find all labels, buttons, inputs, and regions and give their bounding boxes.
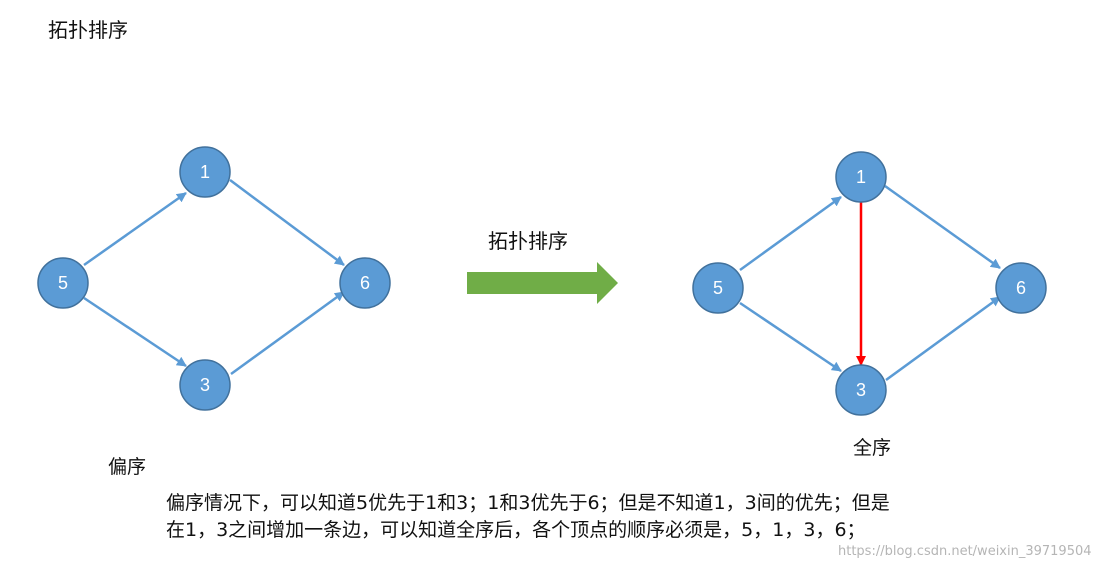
edge-5-1 bbox=[83, 191, 187, 267]
edge-5-3-right bbox=[739, 301, 842, 373]
edge-3-6 bbox=[230, 290, 345, 376]
right-node-1: 1 bbox=[835, 151, 887, 203]
watermark: https://blog.csdn.net/weixin_39719504 bbox=[838, 544, 1092, 559]
svg-text:1: 1 bbox=[200, 162, 210, 182]
edge-1-6-right bbox=[884, 184, 1001, 270]
svg-text:1: 1 bbox=[856, 167, 866, 187]
svg-text:3: 3 bbox=[856, 380, 866, 400]
svg-text:3: 3 bbox=[200, 375, 210, 395]
svg-text:6: 6 bbox=[360, 273, 370, 293]
description-line-1: 偏序情况下，可以知道5优先于1和3；1和3优先于6；但是不知道1，3间的优先；但… bbox=[166, 492, 890, 514]
edge-3-6-right bbox=[885, 295, 1001, 382]
arrow-label: 拓扑排序 bbox=[488, 229, 568, 253]
transform-arrow bbox=[467, 262, 618, 304]
right-graph-edges bbox=[739, 184, 1001, 382]
right-node-5: 5 bbox=[692, 262, 744, 314]
left-node-5: 5 bbox=[37, 257, 89, 309]
edge-1-6 bbox=[229, 178, 345, 267]
right-node-3: 3 bbox=[835, 364, 887, 416]
svg-text:6: 6 bbox=[1016, 278, 1026, 298]
left-node-6: 6 bbox=[339, 257, 391, 309]
right-graph-caption: 全序 bbox=[853, 437, 892, 459]
description-line-2: 在1，3之间增加一条边，可以知道全序后，各个顶点的顺序必须是，5，1，3，6； bbox=[166, 519, 866, 541]
svg-text:5: 5 bbox=[713, 278, 723, 298]
svg-text:5: 5 bbox=[58, 273, 68, 293]
page-title: 拓扑排序 bbox=[48, 18, 128, 42]
right-node-6: 6 bbox=[995, 262, 1047, 314]
left-node-1: 1 bbox=[179, 146, 231, 198]
edge-5-3 bbox=[83, 296, 187, 368]
left-graph-edges bbox=[83, 178, 345, 376]
left-graph-caption: 偏序 bbox=[108, 456, 147, 478]
left-node-3: 3 bbox=[179, 359, 231, 411]
edge-5-1-right bbox=[739, 195, 842, 272]
